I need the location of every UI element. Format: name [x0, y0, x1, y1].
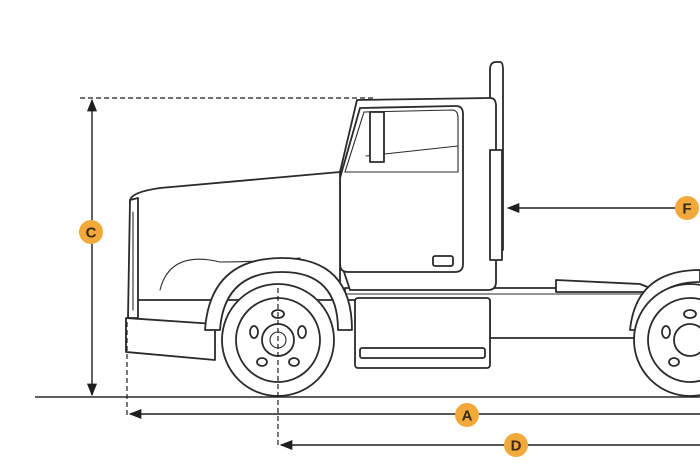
- rear-wheel: [633, 283, 700, 397]
- badge-c: [79, 220, 103, 244]
- badge-f-label: F: [682, 201, 691, 218]
- dimension-f: F: [506, 196, 699, 220]
- step-bar: [359, 347, 486, 359]
- front-fender: [204, 257, 353, 331]
- truck-tractor: [125, 61, 700, 397]
- dimension-a: A: [126, 322, 700, 427]
- cab-rear-panel: [489, 149, 503, 261]
- badge-a-label: A: [462, 408, 473, 425]
- door-handle: [432, 255, 454, 267]
- cab-window: [344, 109, 459, 173]
- dimension-d: D: [277, 288, 700, 457]
- badge-f: [675, 196, 699, 220]
- badge-d: [504, 433, 528, 457]
- badge-a: [455, 403, 479, 427]
- fifth-wheel: [555, 279, 661, 293]
- front-bumper: [125, 317, 216, 361]
- dimension-c: C: [79, 97, 375, 397]
- side-mirror: [369, 111, 385, 163]
- badge-c-label: C: [86, 225, 97, 242]
- badge-d-label: D: [511, 438, 522, 455]
